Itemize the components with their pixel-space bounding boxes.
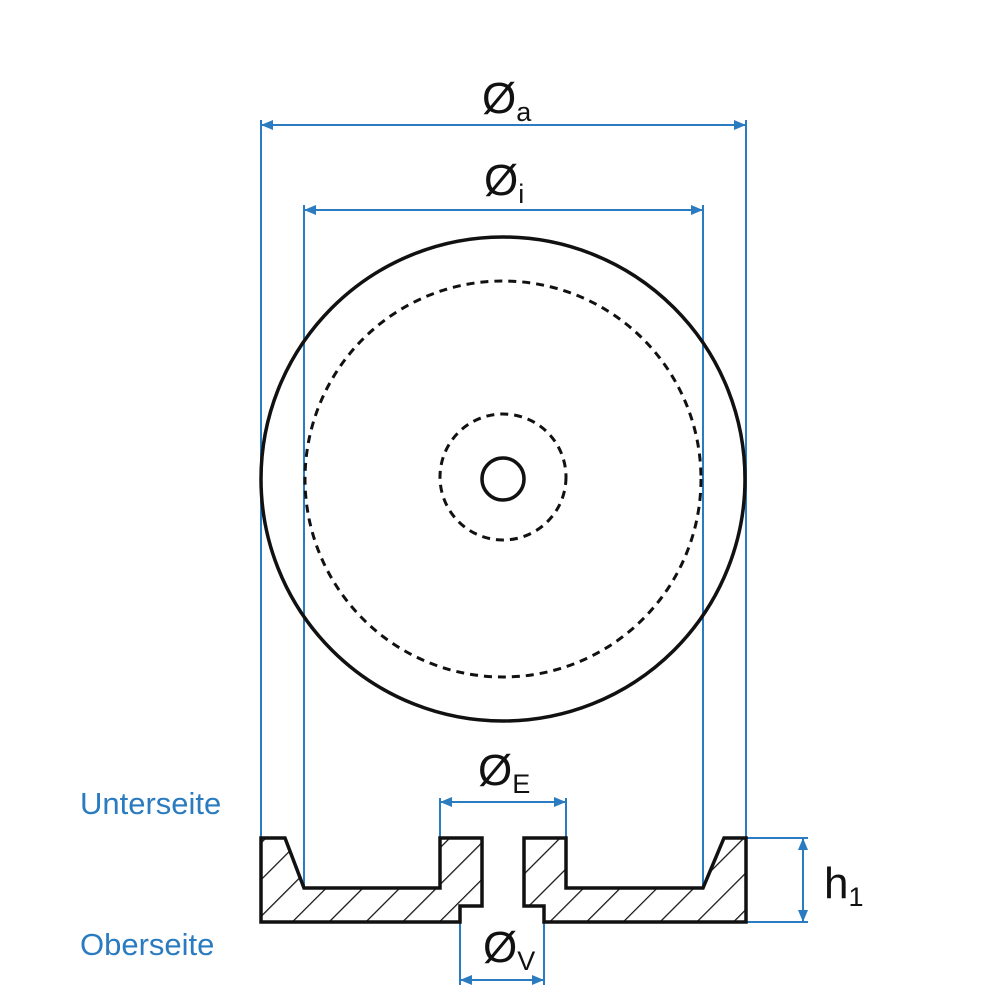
cross-section-left-body xyxy=(259,836,484,924)
center-hole-circle xyxy=(480,456,526,502)
cross-section-right-body xyxy=(522,836,748,924)
height-label: h1 xyxy=(824,859,864,912)
outer-diameter-label: Øa xyxy=(482,74,532,127)
insert-diameter-label: ØE xyxy=(478,746,530,799)
inner-dashed-circle xyxy=(303,279,703,679)
insert-dashed-circle xyxy=(438,412,568,542)
top-view xyxy=(259,235,747,723)
hole-diameter-label: ØV xyxy=(483,923,535,976)
top-side-label: Oberseite xyxy=(80,927,214,962)
cross-section-view xyxy=(259,836,748,924)
bottom-side-label: Unterseite xyxy=(80,786,221,821)
inner-diameter-label: Øi xyxy=(484,156,524,209)
dimension-lines xyxy=(260,120,808,985)
outer-circle xyxy=(259,235,747,723)
